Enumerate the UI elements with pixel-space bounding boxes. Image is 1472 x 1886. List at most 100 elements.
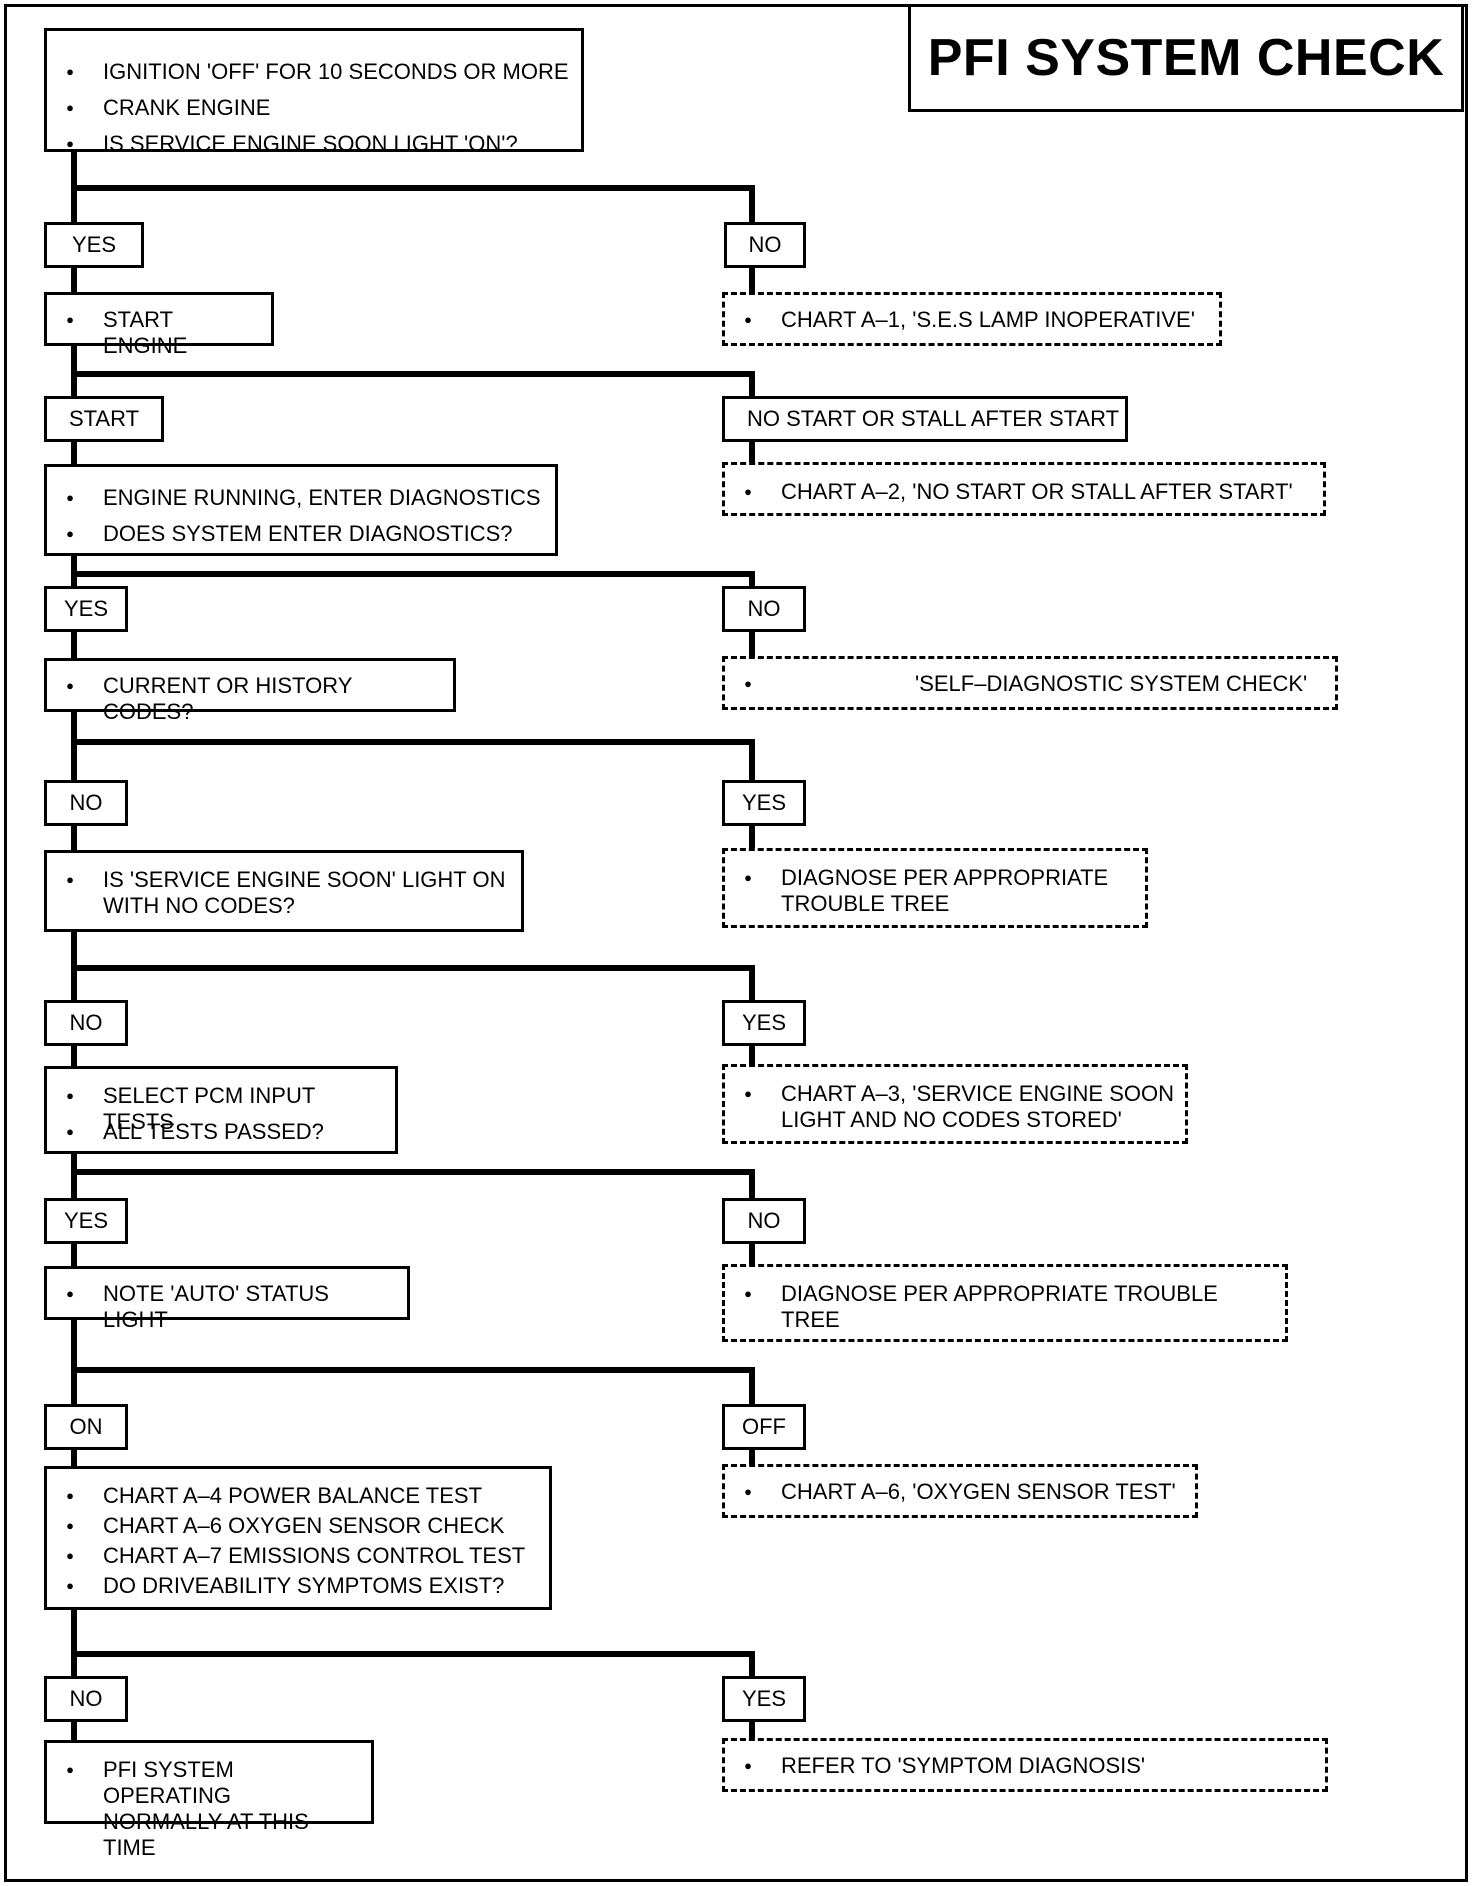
bullet-text: CHART A–7 EMISSIONS CONTROL TEST bbox=[103, 1543, 526, 1568]
bullet-item: ● PFI SYSTEM OPERATING NORMALLY AT THIS T… bbox=[61, 1757, 361, 1861]
bullet-item: ● CHART A–6, 'OXYGEN SENSOR TEST' bbox=[739, 1479, 1185, 1505]
node-diag1: ● DIAGNOSE PER APPROPRIATE TROUBLE TREE bbox=[722, 848, 1148, 928]
bullet-item: ● IS SERVICE ENGINE SOON LIGHT 'ON'? bbox=[61, 131, 571, 157]
node-symptom: ●REFER TO 'SYMPTOM DIAGNOSIS' bbox=[722, 1738, 1328, 1792]
bullet-icon: ● bbox=[66, 136, 74, 151]
bullet-item: ● ALL TESTS PASSED? bbox=[61, 1119, 385, 1145]
bullet-icon: ● bbox=[744, 676, 752, 691]
node-yes1: YES bbox=[44, 222, 144, 268]
bullet-icon: ● bbox=[66, 678, 74, 693]
bullet-item: ● IGNITION 'OFF' FOR 10 SECONDS OR MORE bbox=[61, 59, 571, 85]
bullet-icon: ● bbox=[66, 1286, 74, 1301]
node-n7: ● NOTE 'AUTO' STATUS LIGHT bbox=[44, 1266, 410, 1332]
node-no1: NO bbox=[724, 222, 806, 268]
bullet-icon: ● bbox=[744, 1484, 752, 1499]
bullet-text: 'SELF–DIAGNOSTIC SYSTEM CHECK' bbox=[915, 671, 1308, 696]
bullet-icon: ● bbox=[66, 1762, 74, 1777]
node-self-diag: ● 'SELF–DIAGNOSTIC SYSTEM CHECK' bbox=[722, 656, 1338, 710]
node-no3: NO bbox=[44, 780, 128, 826]
node-n2: ● START ENGINE bbox=[44, 292, 274, 358]
bullet-icon: ● bbox=[66, 526, 74, 541]
bullet-text: CURRENT OR HISTORY CODES? bbox=[103, 673, 352, 724]
node-n9: ● PFI SYSTEM OPERATING NORMALLY AT THIS T… bbox=[44, 1740, 374, 1860]
bullet-text: CHART A–2, 'NO START OR STALL AFTER STAR… bbox=[781, 479, 1293, 504]
bullet-item: ● CHART A–3, 'SERVICE ENGINE SOON LIGHT A… bbox=[739, 1081, 1175, 1133]
bullet-text: DIAGNOSE PER APPROPRIATE TROUBLE TREE bbox=[781, 865, 1109, 916]
bullet-item: ● DIAGNOSE PER APPROPRIATE TROUBLE TREE bbox=[739, 1281, 1275, 1333]
bullet-item: ● SELECT PCM INPUT TESTS bbox=[61, 1083, 385, 1135]
bullet-item: ● CHART A–7 EMISSIONS CONTROL TEST bbox=[61, 1543, 539, 1569]
bullet-icon: ● bbox=[66, 64, 74, 79]
bullet-item: ● DO DRIVEABILITY SYMPTOMS EXIST? bbox=[61, 1573, 539, 1599]
bullet-item: ● CURRENT OR HISTORY CODES? bbox=[61, 673, 443, 725]
bullet-item: ● CHART A–1, 'S.E.S LAMP INOPERATIVE' bbox=[739, 307, 1209, 333]
bullet-icon: ● bbox=[66, 1088, 74, 1103]
bullet-item: ● DOES SYSTEM ENTER DIAGNOSTICS? bbox=[61, 521, 545, 547]
bullet-icon: ● bbox=[744, 870, 752, 885]
bullet-item: ● CRANK ENGINE bbox=[61, 95, 571, 121]
bullet-text: CHART A–6 OXYGEN SENSOR CHECK bbox=[103, 1513, 505, 1538]
bullet-icon: ● bbox=[744, 1086, 752, 1101]
node-yes3: YES bbox=[722, 780, 806, 826]
bullet-item: ● CHART A–4 POWER BALANCE TEST bbox=[61, 1483, 539, 1509]
node-yes2: YES bbox=[44, 586, 128, 632]
bullet-text: CHART A–6, 'OXYGEN SENSOR TEST' bbox=[781, 1479, 1176, 1504]
bullet-icon: ● bbox=[66, 1488, 74, 1503]
bullet-text: DIAGNOSE PER APPROPRIATE TROUBLE TREE bbox=[781, 1281, 1218, 1332]
bullet-text: REFER TO 'SYMPTOM DIAGNOSIS' bbox=[781, 1753, 1146, 1778]
bullet-item: ● NOTE 'AUTO' STATUS LIGHT bbox=[61, 1281, 397, 1333]
bullet-item: ● DIAGNOSE PER APPROPRIATE TROUBLE TREE bbox=[739, 865, 1135, 917]
node-on: ON bbox=[44, 1404, 128, 1450]
bullet-icon: ● bbox=[66, 100, 74, 115]
bullet-text: ENGINE RUNNING, ENTER DIAGNOSTICS bbox=[103, 485, 541, 510]
bullet-icon: ● bbox=[744, 484, 752, 499]
node-chart-a3: ● CHART A–3, 'SERVICE ENGINE SOON LIGHT A… bbox=[722, 1064, 1188, 1144]
bullet-text: START ENGINE bbox=[103, 307, 188, 358]
page-title: PFI SYSTEM CHECK bbox=[908, 4, 1464, 112]
node-yes6: YES bbox=[722, 1676, 806, 1722]
bullet-item: ● CHART A–6 OXYGEN SENSOR CHECK bbox=[61, 1513, 539, 1539]
bullet-icon: ● bbox=[66, 1578, 74, 1593]
bullet-text: NOTE 'AUTO' STATUS LIGHT bbox=[103, 1281, 329, 1332]
node-chart-a2: ● CHART A–2, 'NO START OR STALL AFTER STA… bbox=[722, 462, 1326, 516]
node-no4: NO bbox=[44, 1000, 128, 1046]
node-diag2: ● DIAGNOSE PER APPROPRIATE TROUBLE TREE bbox=[722, 1264, 1288, 1342]
bullet-text: ALL TESTS PASSED? bbox=[103, 1119, 324, 1144]
node-start: START bbox=[44, 396, 164, 442]
bullet-text: CRANK ENGINE bbox=[103, 95, 271, 120]
node-n8: ● CHART A–4 POWER BALANCE TEST ● CHART A–6 … bbox=[44, 1466, 552, 1610]
bullet-icon: ● bbox=[66, 872, 74, 887]
bullet-text: SELECT PCM INPUT TESTS bbox=[103, 1083, 315, 1134]
bullet-item: ●ENGINE RUNNING, ENTER DIAGNOSTICS bbox=[61, 485, 545, 511]
node-yes4: YES bbox=[722, 1000, 806, 1046]
bullet-icon: ● bbox=[66, 1548, 74, 1563]
bullet-text: DOES SYSTEM ENTER DIAGNOSTICS? bbox=[103, 521, 513, 546]
bullet-icon: ● bbox=[66, 1518, 74, 1533]
outer-frame bbox=[4, 4, 1468, 1882]
node-n6: ● SELECT PCM INPUT TESTS ● ALL TESTS PASSED… bbox=[44, 1066, 398, 1154]
node-no6: NO bbox=[44, 1676, 128, 1722]
node-chart-a1: ● CHART A–1, 'S.E.S LAMP INOPERATIVE' bbox=[722, 292, 1222, 346]
bullet-text: CHART A–1, 'S.E.S LAMP INOPERATIVE' bbox=[781, 307, 1195, 332]
bullet-item: ● 'SELF–DIAGNOSTIC SYSTEM CHECK' bbox=[739, 671, 1325, 697]
bullet-icon: ● bbox=[744, 1286, 752, 1301]
node-no2: NO bbox=[722, 586, 806, 632]
bullet-icon: ● bbox=[66, 1124, 74, 1139]
node-no5: NO bbox=[722, 1198, 806, 1244]
bullet-text: CHART A–4 POWER BALANCE TEST bbox=[103, 1483, 483, 1508]
node-yes5: YES bbox=[44, 1198, 128, 1244]
bullet-text: IGNITION 'OFF' FOR 10 SECONDS OR MORE bbox=[103, 59, 569, 84]
bullet-item: ●IS 'SERVICE ENGINE SOON' LIGHT ON WITH … bbox=[61, 867, 511, 919]
bullet-item: ● CHART A–2, 'NO START OR STALL AFTER STA… bbox=[739, 479, 1313, 505]
bullet-text: DO DRIVEABILITY SYMPTOMS EXIST? bbox=[103, 1573, 505, 1598]
node-n5: ●IS 'SERVICE ENGINE SOON' LIGHT ON WITH … bbox=[44, 850, 524, 932]
bullet-text: CHART A–3, 'SERVICE ENGINE SOON LIGHT AN… bbox=[781, 1081, 1174, 1132]
bullet-icon: ● bbox=[744, 312, 752, 327]
node-n3: ●ENGINE RUNNING, ENTER DIAGNOSTICS ● DOES … bbox=[44, 464, 558, 556]
bullet-icon: ● bbox=[66, 312, 74, 327]
bullet-text: PFI SYSTEM OPERATING NORMALLY AT THIS TI… bbox=[103, 1757, 309, 1860]
bullet-text: IS SERVICE ENGINE SOON LIGHT 'ON'? bbox=[103, 131, 518, 156]
node-no-start: NO START OR STALL AFTER START bbox=[722, 396, 1128, 442]
